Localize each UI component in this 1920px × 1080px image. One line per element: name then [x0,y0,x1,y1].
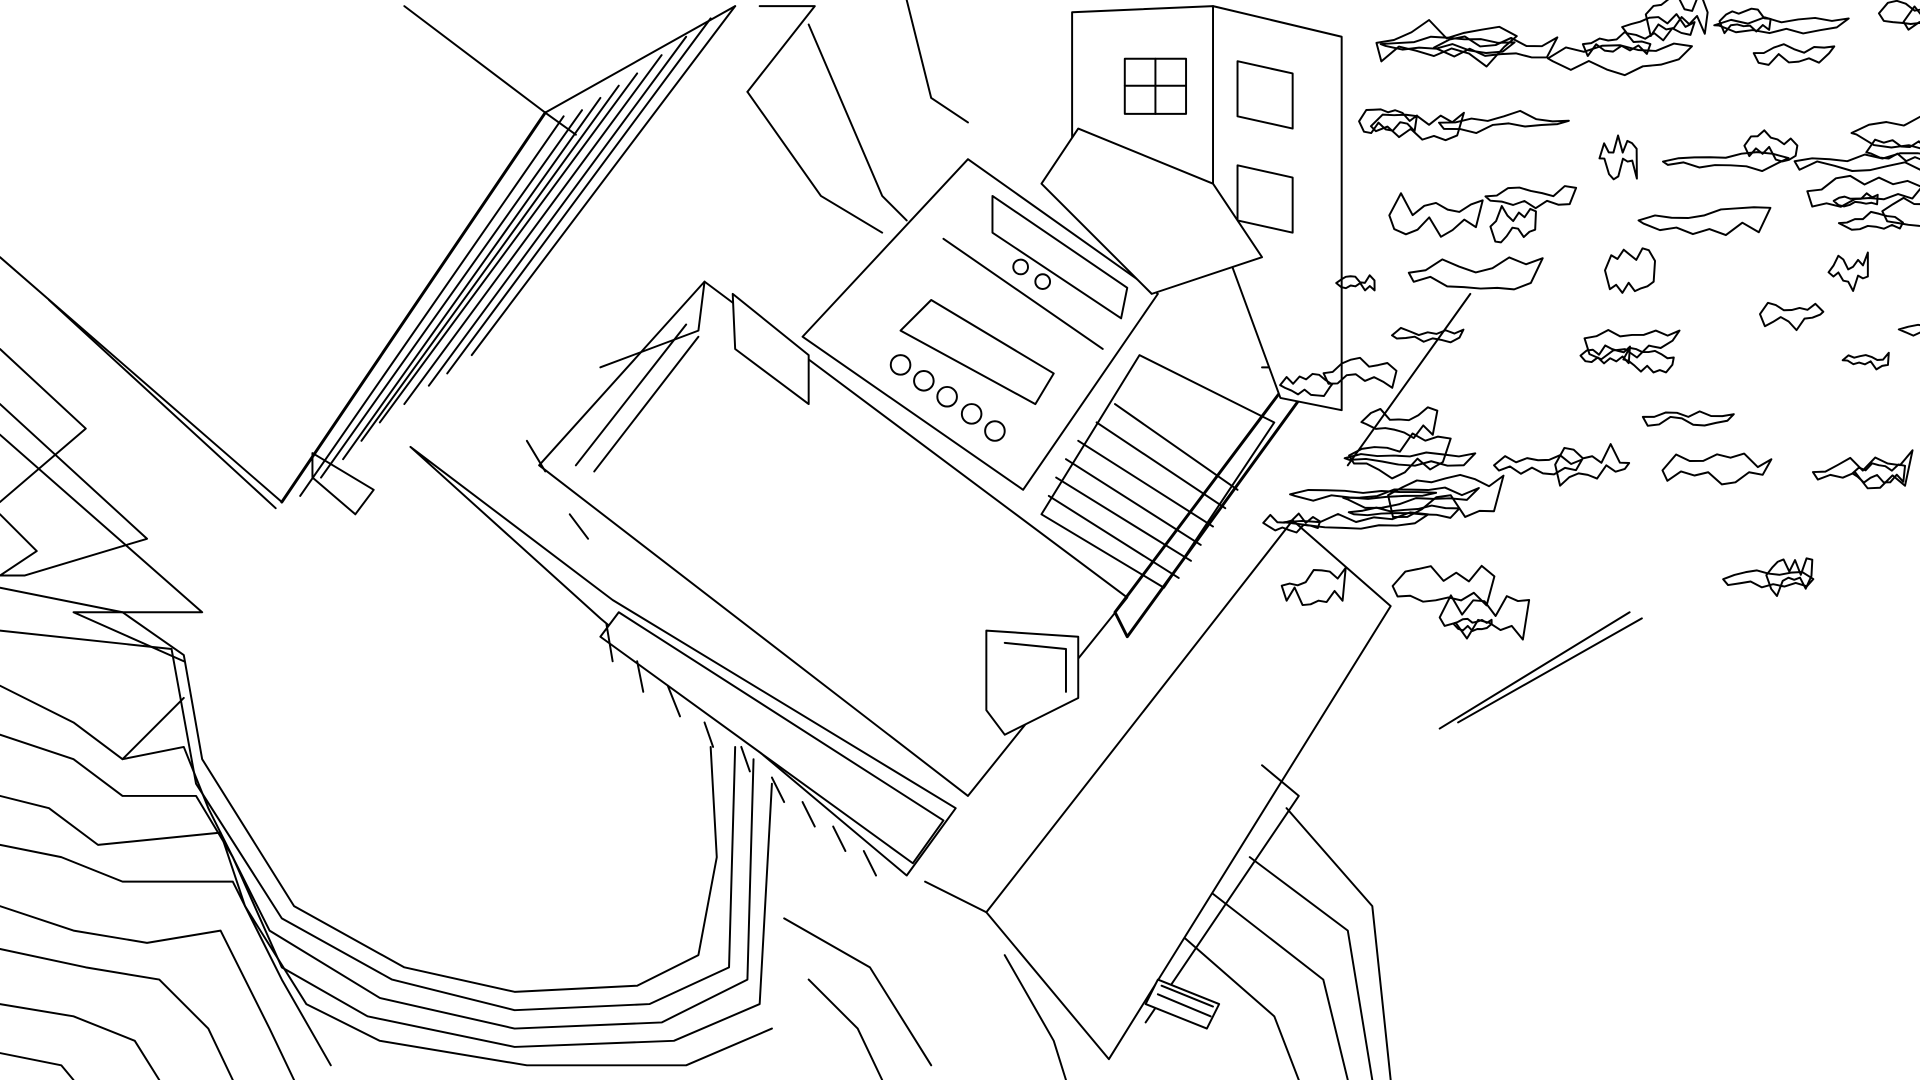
leaf-cluster [1493,454,1584,476]
leaf-cluster [1581,30,1652,57]
tree-branch [1346,292,1643,730]
leaf-cluster [1438,594,1531,641]
leaf-cluster [1881,196,1920,227]
leaf-cluster [1484,185,1578,210]
leaf-cluster [1662,151,1790,173]
roof-stripes [280,5,884,516]
leaf-cluster [1387,473,1505,519]
leaf-cluster [1713,16,1850,35]
leaf-cluster [1877,0,1920,25]
leaf-cluster [1793,152,1920,172]
leaf-cluster [1832,192,1879,208]
leaf-cluster [1841,351,1890,371]
leaf-cluster [1583,329,1681,361]
tower [1040,5,1343,412]
leaf-cluster [1897,323,1920,337]
leaf-cluster [1546,42,1693,77]
leaf-cluster [1759,301,1825,332]
leaf-cluster [1641,410,1735,427]
leaf-cluster [1262,512,1322,534]
leaf-cluster [1391,564,1496,607]
leaf-cluster [1358,108,1418,135]
leaf-cluster [1644,0,1709,38]
leaf-cluster [1865,138,1920,163]
leaf-cluster [1604,247,1657,294]
leaf-cluster [1360,406,1439,440]
leaf-cluster [1743,129,1799,163]
leaf-cluster [1850,115,1920,150]
lower-wing [924,519,1392,1061]
leaf-cluster [1661,452,1773,486]
leaf-cluster [1765,557,1814,597]
leaf-cluster [1851,462,1907,484]
leaf-cluster [1388,192,1484,238]
leaf-cluster [1322,356,1398,389]
leaf-cluster [1348,432,1452,480]
leaf-cluster [1282,511,1430,530]
facade-posts [525,439,878,877]
leaf-cluster [1391,326,1465,344]
leaf-cluster [1752,43,1836,66]
leaf-cluster [1452,617,1493,632]
leaf-cluster [1622,346,1675,374]
tree-foliage [1262,0,1920,641]
leaf-cluster [1554,443,1631,487]
leaf-cluster [1335,274,1376,292]
leaf-cluster [1379,35,1516,54]
leaf-cluster [1637,206,1772,237]
terrain-contours [0,0,1392,1080]
leaf-cluster [1806,174,1920,208]
leaf-cluster [1902,5,1920,31]
leaf-cluster [1489,205,1537,244]
leaf-cluster [1621,13,1696,42]
leaf-cluster [1598,134,1638,181]
leaf-cluster [1827,251,1869,292]
leaf-cluster [1279,372,1334,397]
leaf-cluster [1407,256,1544,291]
leaf-cluster [1837,210,1904,231]
leaf-cluster [1343,451,1477,467]
leaf-cluster [1438,109,1570,135]
leaf-cluster [1347,504,1461,519]
leaf-cluster [1811,449,1914,490]
main-building [409,158,1307,877]
leaf-cluster [1718,7,1772,35]
leaf-cluster [1280,566,1347,607]
leaf-cluster [1432,35,1559,59]
leaf-cluster [1289,488,1438,502]
leaf-cluster [1722,569,1815,589]
